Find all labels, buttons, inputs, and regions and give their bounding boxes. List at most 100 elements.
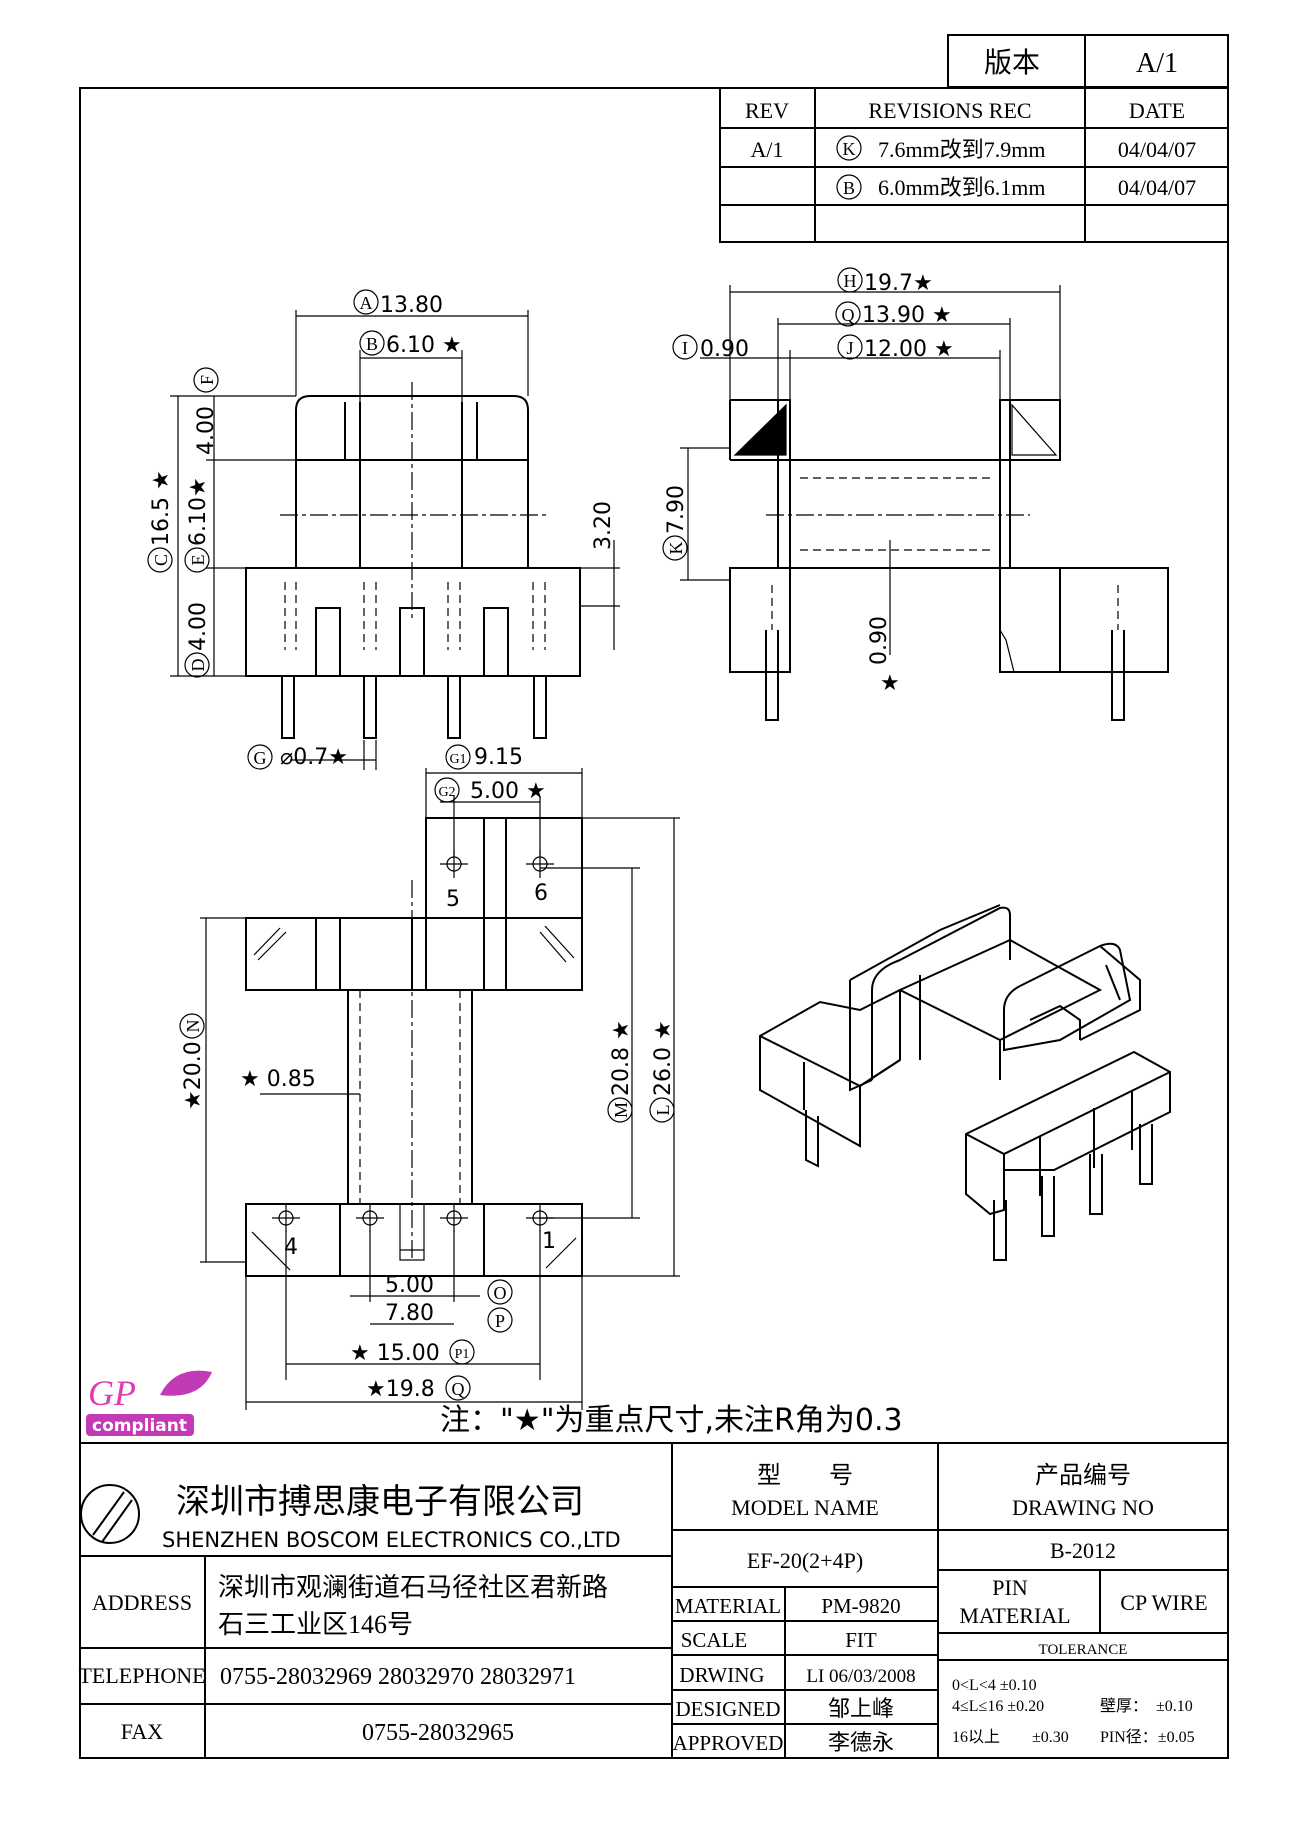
version-label: 版本 [984, 47, 1040, 79]
dim-i: 0.90 [700, 337, 749, 362]
svg-text:Q: Q [452, 1379, 465, 1399]
isometric-view [759, 904, 1171, 1261]
svg-text:P1: P1 [455, 1347, 470, 1362]
approved-value: 李德永 [828, 1730, 894, 1755]
model-cn: 型 号 [757, 1462, 853, 1489]
rev-text-2: 6.0mm改到6.1mm [878, 175, 1045, 200]
version-value: A/1 [1136, 48, 1178, 79]
dim-f: 4.00 [194, 406, 219, 455]
dim-085: ★ 0.85 [240, 1067, 316, 1092]
leaf-icon [160, 1370, 212, 1396]
approved-label: APPROVED [673, 1731, 784, 1755]
tolerance-label: TOLERANCE [1039, 1642, 1128, 1658]
model-en: MODEL NAME [731, 1495, 879, 1520]
pin-label-1: PIN [992, 1575, 1028, 1600]
revision-table: REV REVISIONS REC DATE A/1 K 7.6mm改到7.9m… [719, 87, 1229, 243]
tol-1: 0<L<4 ±0.10 [952, 1677, 1037, 1694]
compliant-text: compliant [92, 1416, 187, 1436]
dim-l: 26.0 ★ [651, 1020, 676, 1096]
drawing-cn: 产品编号 [1035, 1462, 1131, 1489]
dim-b: 6.10 ★ [386, 333, 462, 358]
dim-o: 5.00 [385, 1273, 434, 1298]
dim-m: 20.8 ★ [609, 1020, 634, 1096]
rev-mark-b-letter: B [843, 178, 855, 198]
scale-label: SCALE [681, 1628, 748, 1652]
address-line2: 石三工业区146号 [218, 1610, 413, 1639]
svg-text:P: P [495, 1311, 505, 1331]
dim-p: 7.80 [385, 1301, 434, 1326]
fax-label: FAX [121, 1719, 163, 1744]
note-text: 注："★"为重点尺寸,未注R角为0.3 [440, 1403, 903, 1438]
gp-logo-text: GP [88, 1373, 136, 1413]
dim-d: 4.00 [186, 602, 211, 651]
svg-text:G: G [254, 748, 267, 768]
designed-value: 邹上峰 [828, 1696, 894, 1721]
address-line1: 深圳市观澜街道石马径社区君新路 [218, 1573, 608, 1602]
drawing-en: DRAWING NO [1012, 1495, 1154, 1520]
drwing-label: DRWING [679, 1663, 764, 1687]
svg-text:L: L [653, 1105, 673, 1116]
front-view: A 13.80 B 6.10 ★ C 16.5 ★ D 4.00 E 6.10★ [147, 289, 620, 770]
telephone-value: 0755-28032969 28032970 28032971 [220, 1664, 576, 1690]
pin-dia-tol: PIN径：±0.05 [1100, 1728, 1195, 1746]
rev-date-1: 04/04/07 [1118, 137, 1196, 162]
dim-n: ★20.0 [181, 1041, 206, 1110]
rev-date-2: 04/04/07 [1118, 175, 1196, 200]
fax-value: 0755-28032965 [362, 1720, 514, 1746]
dim-e: 6.10★ [186, 477, 211, 546]
pin-5: 5 [446, 887, 460, 912]
dim-q: ★19.8 [366, 1377, 435, 1402]
model-value: EF-20(2+4P) [747, 1548, 863, 1573]
scale-value: FIT [845, 1628, 877, 1652]
dim-g1: 9.15 [474, 745, 523, 770]
svg-text:E: E [188, 555, 208, 566]
gp-compliant-logo: GP compliant [83, 1368, 221, 1442]
drawing-value: B-2012 [1050, 1538, 1116, 1563]
dim-k: 7.90 [664, 485, 689, 534]
svg-text:F: F [197, 375, 217, 385]
pin-6: 6 [534, 881, 548, 906]
pin-4: 4 [284, 1235, 298, 1260]
title-block: 深圳市搏思康电子有限公司 SHENZHEN BOSCOM ELECTRONICS… [78, 1442, 1228, 1758]
svg-text:D: D [188, 659, 208, 672]
svg-text:M: M [611, 1102, 631, 1118]
dim-g2: 5.00 ★ [470, 779, 546, 804]
drwing-value: LI 06/03/2008 [806, 1666, 915, 1687]
rec-header: REVISIONS REC [868, 98, 1031, 123]
rev-text-1: 7.6mm改到7.9mm [878, 137, 1045, 162]
dim-c: 16.5 ★ [149, 470, 174, 546]
dim-a: 13.80 [380, 293, 443, 318]
dim-090: 0.90 [867, 616, 892, 665]
drawing-border [79, 87, 1229, 1759]
svg-text:J: J [846, 338, 853, 358]
dim-h: 19.7★ [864, 271, 933, 296]
tol-2: 4≤L≤16 ±0.20 [952, 1698, 1044, 1715]
version-box: 版本 A/1 [947, 34, 1229, 88]
address-label: ADDRESS [92, 1590, 192, 1615]
telephone-label: TELEPHONE [78, 1663, 205, 1688]
material-value: PM-9820 [821, 1594, 900, 1618]
svg-text:H: H [844, 271, 857, 291]
material-label: MATERIAL [675, 1594, 781, 1618]
designed-label: DESIGNED [676, 1697, 781, 1721]
svg-text:G2: G2 [438, 785, 455, 800]
svg-text:K: K [666, 542, 686, 555]
svg-text:A: A [360, 293, 373, 313]
dim-g: ⌀0.7★ [280, 745, 348, 770]
dim-p1: ★ 15.00 [350, 1341, 440, 1366]
svg-text:I: I [682, 338, 688, 358]
svg-text:Q: Q [842, 305, 855, 325]
side-view: H 19.7★ Q 13.90 ★ I 0.90 J 12.00 ★ K 7.9… [662, 267, 1169, 721]
tol-3: 16以上 ±0.30 [952, 1728, 1069, 1746]
pin-label-2: MATERIAL [959, 1603, 1070, 1628]
dim-j: 12.00 ★ [864, 337, 954, 362]
date-header: DATE [1129, 98, 1185, 123]
rev-mark-b [836, 174, 862, 200]
svg-text:C: C [151, 554, 171, 566]
rev-mark-k [836, 135, 862, 161]
pin-value: CP WIRE [1120, 1590, 1207, 1615]
dim-q-top: 13.90 ★ [862, 303, 952, 328]
company-cn: 深圳市搏思康电子有限公司 [176, 1483, 584, 1521]
dim-320: 3.20 [591, 501, 616, 550]
